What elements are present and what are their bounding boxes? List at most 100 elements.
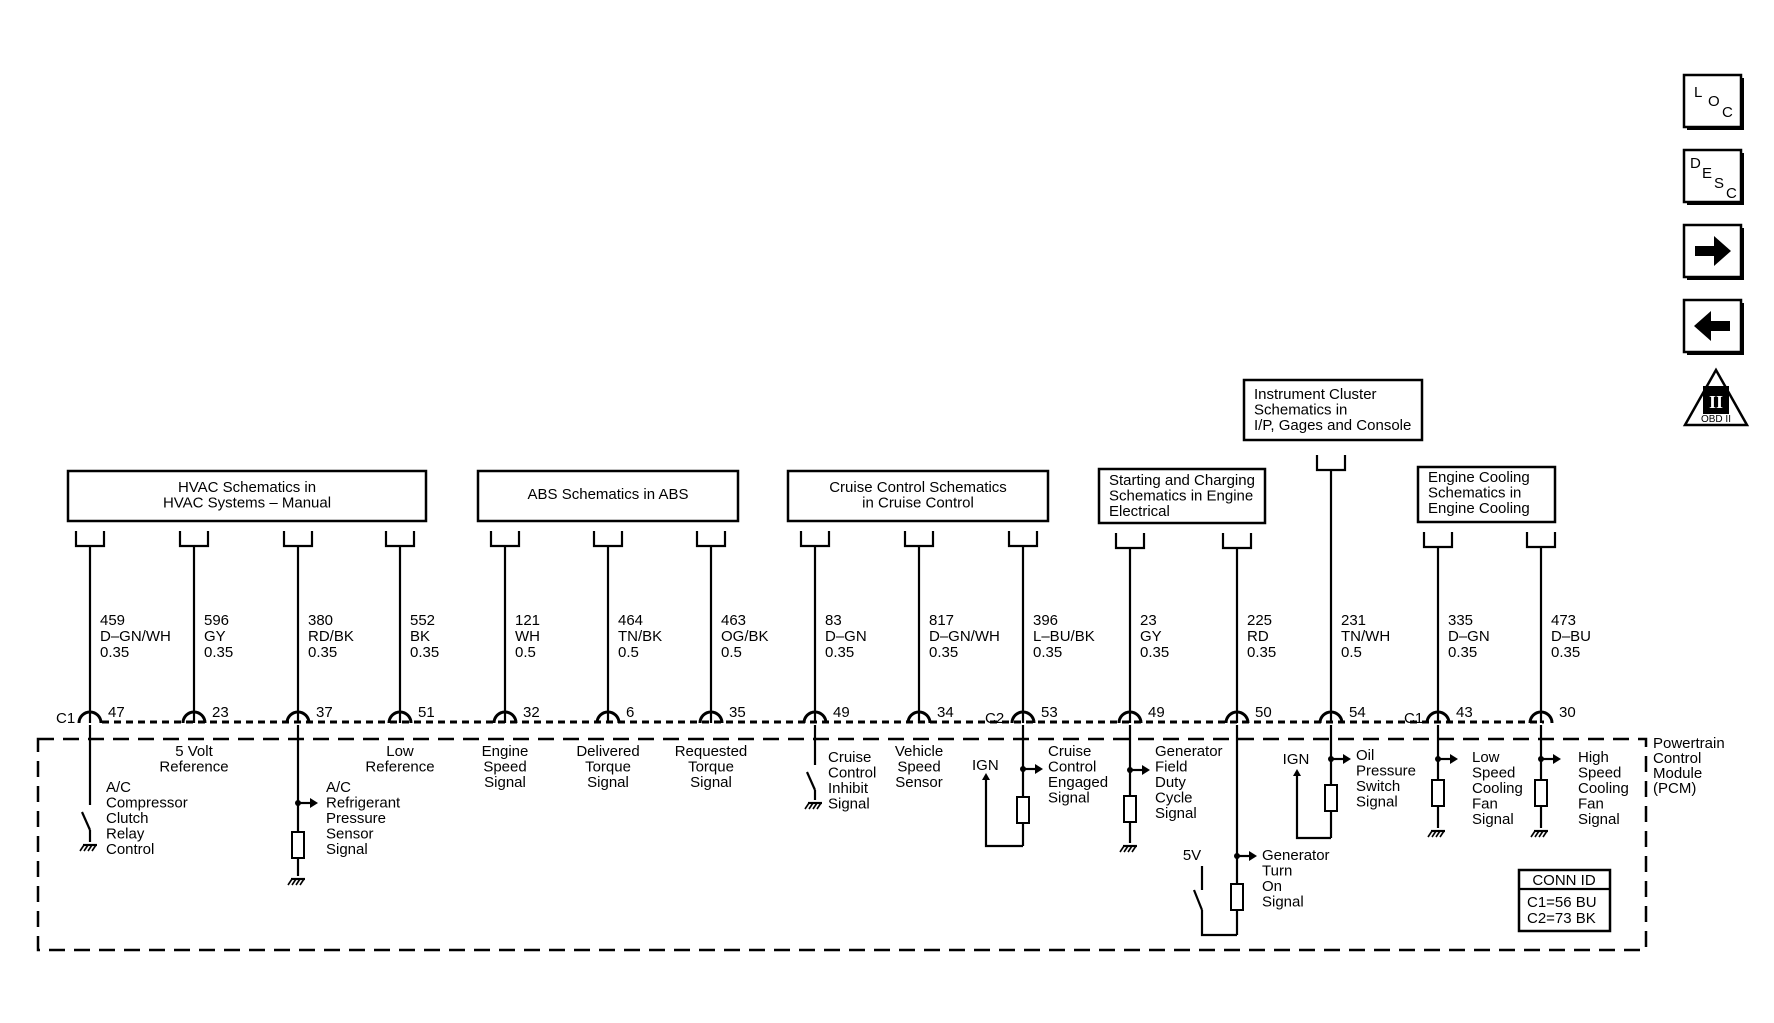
previous-page-button[interactable] <box>1682 298 1744 355</box>
ground-hatch <box>1542 830 1548 838</box>
circuit-function-label: A/C <box>326 779 351 796</box>
circuit-number: 83 <box>825 612 842 629</box>
resistor-icon <box>1230 883 1244 911</box>
pin-number: 37 <box>316 704 333 721</box>
terminal-cup <box>1422 532 1454 549</box>
desc-letter: C <box>1726 185 1737 202</box>
circuit-function-label: Refrigerant <box>326 795 401 812</box>
schematic-reference-text: Schematics in <box>1254 402 1347 419</box>
ground-icon <box>79 843 97 852</box>
ground-hatch <box>1427 830 1433 838</box>
circuit-number: 463 <box>721 612 746 629</box>
terminal-cup <box>74 531 106 548</box>
next-page-button[interactable] <box>1682 223 1744 280</box>
circuit-function-label: Reference <box>365 759 434 776</box>
terminal-cup <box>282 531 314 548</box>
ground-hatch <box>1534 830 1540 838</box>
wire <box>1200 910 1237 937</box>
pin-number: 30 <box>1559 704 1576 721</box>
schematic-reference-text: Instrument Cluster <box>1254 386 1377 403</box>
circuit-function-label: Signal <box>1048 790 1090 807</box>
wire-gauge: 0.35 <box>1448 644 1477 661</box>
circuit-function-label: Inhibit <box>828 780 869 797</box>
circuit-function-label: Speed <box>483 759 526 776</box>
circuit-function-label: Sensor <box>326 826 374 843</box>
circuit-function-label: Signal <box>828 796 870 813</box>
ground-hatch <box>1538 830 1544 838</box>
circuit-number: 817 <box>929 612 954 629</box>
ground-hatch <box>1123 845 1129 853</box>
connector-c2-label: C2 <box>985 710 1004 727</box>
circuit-function-label: Clutch <box>106 810 149 827</box>
circuit-function-label: Engaged <box>1048 774 1108 791</box>
ground-icon <box>287 877 305 886</box>
arrow-right-icon <box>1695 236 1731 266</box>
circuit-function-label: Generator <box>1262 847 1330 864</box>
circuit-function-label: Oil <box>1356 747 1374 764</box>
circuit-function-label: Speed <box>1472 765 1515 782</box>
schematic-reference-box[interactable]: ABS Schematics in ABS <box>476 469 740 523</box>
resistor-icon <box>1123 795 1137 823</box>
resistor-icon <box>291 831 305 859</box>
circuit-function-label: Signal <box>326 841 368 858</box>
ground-icon <box>1427 829 1445 838</box>
arrow-left-icon <box>1694 311 1730 341</box>
circuit-function-label: Duty <box>1155 774 1186 791</box>
circuit-function-label: Signal <box>690 774 732 791</box>
circuit-function-label: Compressor <box>106 795 188 812</box>
circuit-function-label: Cooling <box>1578 780 1629 797</box>
circuit-function-label: Cruise <box>1048 743 1091 760</box>
schematic-reference-text: HVAC Systems – Manual <box>163 495 331 512</box>
circuit-function-label: Signal <box>1155 805 1197 822</box>
resistor-icon <box>1016 796 1030 824</box>
ground-hatch <box>1435 830 1441 838</box>
wire-gauge: 0.35 <box>1140 644 1169 661</box>
loc-letter: C <box>1722 104 1733 121</box>
pin-number: 51 <box>418 704 435 721</box>
circuit-function-label: Control <box>106 841 154 858</box>
ground-icon <box>1530 829 1548 838</box>
circuit-function-label: Pressure <box>1356 763 1416 780</box>
module-name: Module <box>1653 765 1702 782</box>
terminal-cup <box>489 531 521 548</box>
arrow-right-icon <box>1249 851 1257 861</box>
pin-number: 32 <box>523 704 540 721</box>
ground-hatch <box>87 844 93 852</box>
circuit-function-label: Torque <box>688 759 734 776</box>
wire-gauge: 0.35 <box>308 644 337 661</box>
circuit-function-label: Cruise <box>828 749 871 766</box>
pin-number: 49 <box>1148 704 1165 721</box>
terminal-cup <box>695 531 727 548</box>
wire-gauge: 0.35 <box>204 644 233 661</box>
wire-gauge: 0.35 <box>929 644 958 661</box>
circuit-number: 596 <box>204 612 229 629</box>
arrow-up-icon <box>982 773 990 780</box>
pin-number: 23 <box>212 704 229 721</box>
wire-color: TN/BK <box>618 628 662 645</box>
loc-button[interactable]: LOC <box>1682 73 1744 130</box>
resistor-icon <box>1534 779 1548 807</box>
terminal-cup <box>1114 533 1146 550</box>
wire-gauge: 0.35 <box>825 644 854 661</box>
schematic-reference-text: Electrical <box>1109 503 1170 520</box>
wire-color: L–BU/BK <box>1033 628 1095 645</box>
circuit-function-label: Switch <box>1356 778 1400 795</box>
pin-number: 35 <box>729 704 746 721</box>
wire-color: TN/WH <box>1341 628 1390 645</box>
schematic-reference-text: Schematics in Engine <box>1109 488 1253 505</box>
